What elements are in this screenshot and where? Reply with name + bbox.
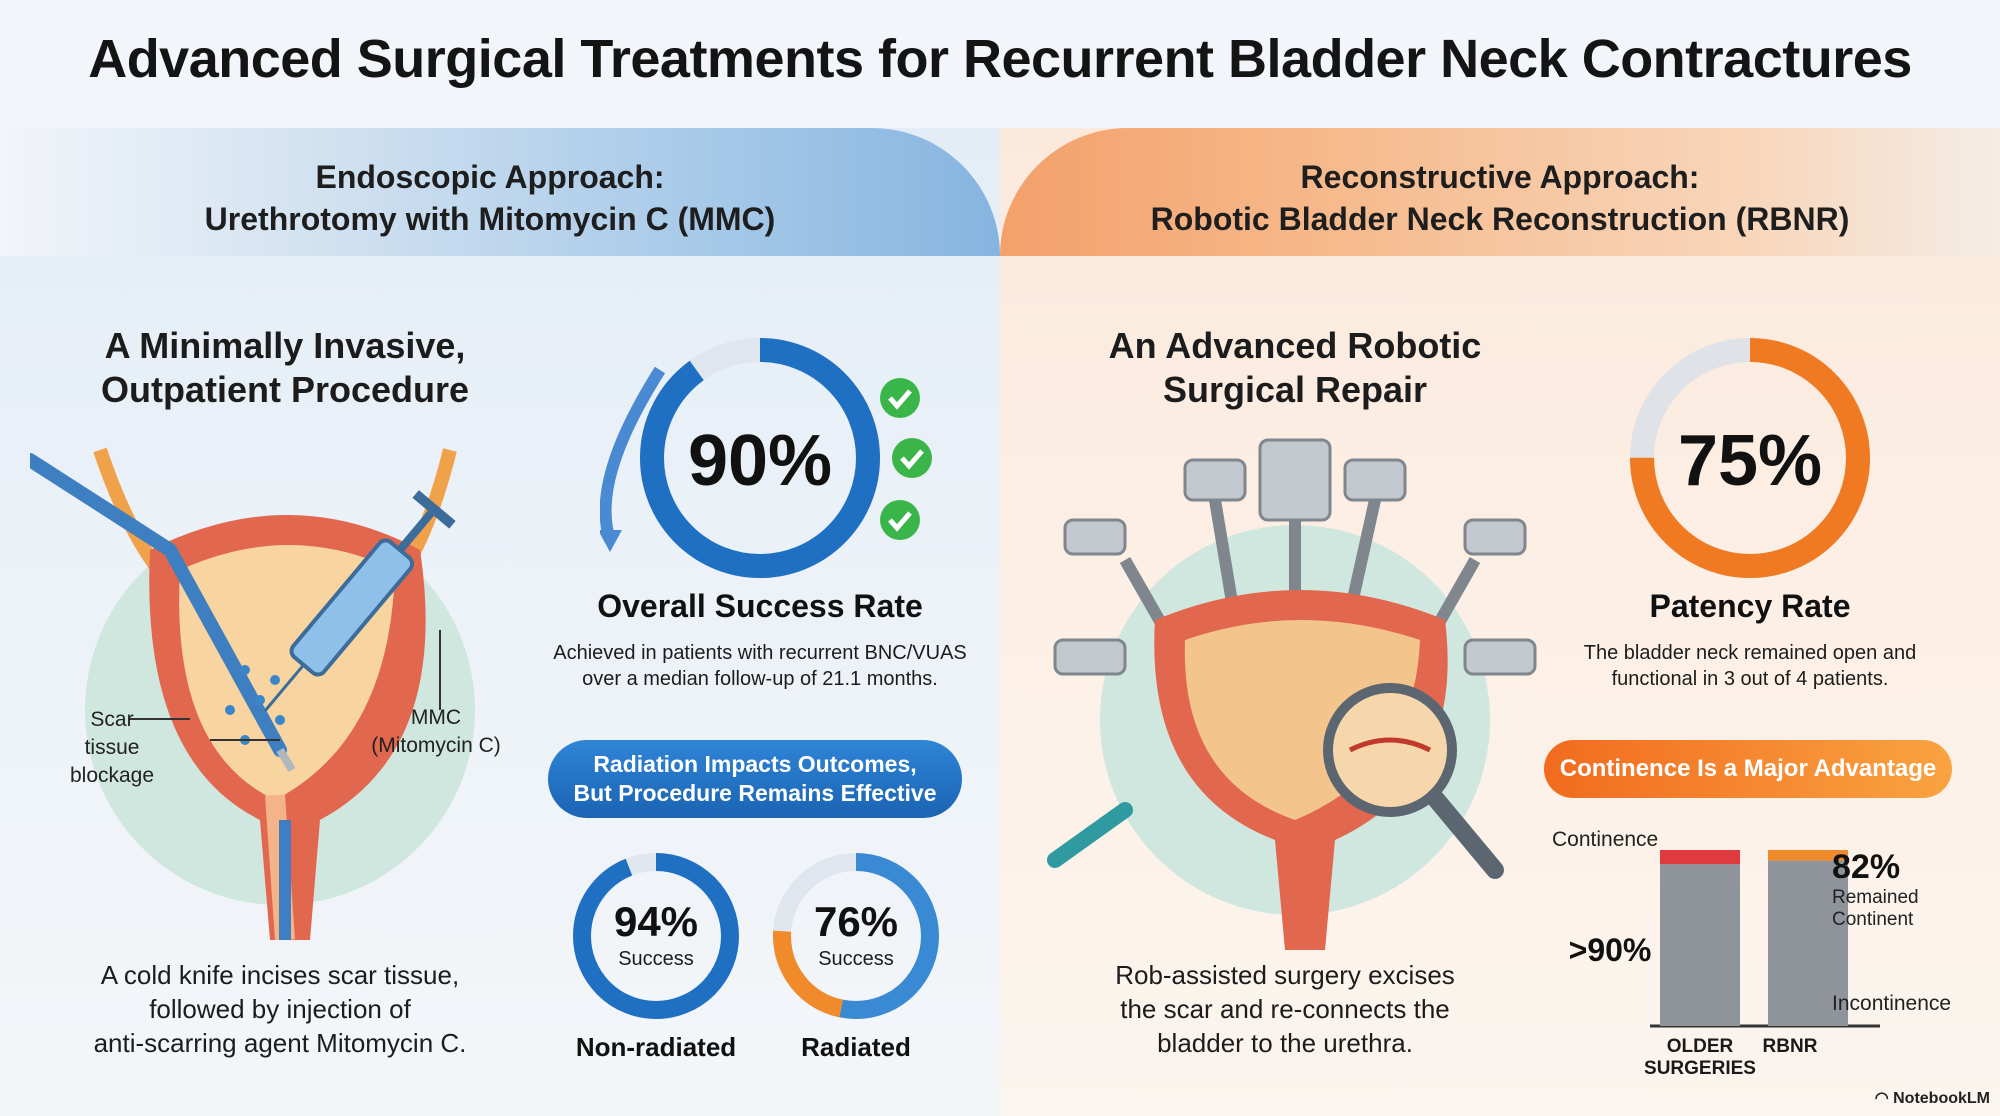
patency-rate-note: The bladder neck remained open and funct…	[1530, 640, 1970, 692]
hand-instrument	[1047, 802, 1133, 868]
chart-bottom-label: Incontinence	[1832, 992, 1952, 1015]
mmc-droplets	[225, 665, 285, 745]
notebooklm-brand: ◠ NotebookLM	[1850, 1088, 1990, 1108]
overall-rate-note-line2: over a median follow-up of 21.1 months.	[582, 668, 938, 690]
endoscopic-subtitle: A Minimally Invasive, Outpatient Procedu…	[40, 324, 530, 412]
check-icon	[892, 438, 932, 478]
mmc-label: MMC (Mitomycin C)	[366, 704, 506, 760]
rbnr-annotation-pct: 82%	[1832, 848, 1901, 886]
overall-rate-label: Overall Success Rate	[597, 588, 923, 624]
scar-label: Scar tissue blockage	[52, 706, 172, 790]
x-tick-older: OLDER SURGERIES	[1640, 1036, 1760, 1080]
check-icon	[880, 378, 920, 418]
reconstructive-subtitle: An Advanced Robotic Surgical Repair	[1040, 324, 1550, 412]
reconstructive-subtitle-line1: An Advanced Robotic	[1108, 325, 1482, 366]
radiation-banner: Radiation Impacts Outcomes, But Procedur…	[548, 740, 962, 818]
patency-rate-note-line2: functional in 3 out of 4 patients.	[1611, 668, 1889, 690]
magnifier-icon	[1323, 683, 1457, 817]
page-title: Advanced Surgical Treatments for Recurre…	[88, 29, 1912, 89]
robot-arms-icon	[1053, 438, 1537, 676]
reconstructive-description: Rob-assisted surgery excises the scar an…	[1040, 958, 1530, 1060]
scar-label-line2: tissue blockage	[69, 736, 155, 787]
endoscopic-description-line3: anti-scarring agent Mitomycin C.	[93, 1028, 467, 1058]
cold-knife-scope	[30, 453, 287, 757]
reconstructive-header-line2: Robotic Bladder Neck Reconstruction (RBN…	[1150, 201, 1850, 237]
nonrad-pct: 94%	[613, 898, 699, 945]
reconstructive-description-line3: bladder to the urethra.	[1157, 1028, 1413, 1058]
overall-rate-note-line1: Achieved in patients with recurrent BNC/…	[553, 642, 967, 664]
reconstructive-header-ribbon	[1000, 128, 2000, 256]
robotic-surgery-illustration	[1047, 438, 1537, 950]
bar-rbnr-top	[1768, 850, 1848, 861]
overall-arc	[640, 338, 880, 578]
endoscopic-description-line1: A cold knife incises scar tissue,	[100, 960, 460, 990]
bar-older-surgeries-top	[1660, 850, 1740, 865]
rad-arc-accent	[773, 853, 939, 1019]
x-tick-rbnr-line1: RBNR	[1762, 1036, 1818, 1057]
overall-rate-value: 90%	[687, 421, 833, 501]
rbnr-annotation-line1: Remained	[1832, 887, 1919, 908]
reconstructive-description-line2: the scar and re-connects the	[1120, 994, 1450, 1024]
rad-success: Success	[818, 948, 894, 970]
syringe-icon	[263, 490, 456, 712]
cold-knife-blade	[276, 747, 296, 773]
chart-top-label: Continence	[1552, 828, 1659, 851]
nonrad-label: Non-radiated	[575, 1032, 737, 1062]
overall-success-gauge	[600, 338, 932, 578]
radiation-banner-line1: Radiation Impacts Outcomes,	[593, 751, 917, 777]
x-tick-older-line2: SURGERIES	[1644, 1058, 1756, 1079]
patency-rate-note-line1: The bladder neck remained open and	[1583, 642, 1917, 664]
continence-chart	[1650, 850, 1880, 1028]
mmc-label-line2: (Mitomycin C)	[371, 734, 501, 757]
x-tick-older-line1: OLDER	[1666, 1036, 1734, 1057]
endoscopic-header-line1: Endoscopic Approach:	[315, 159, 665, 195]
patency-gauge	[1630, 338, 1870, 578]
chart-bars	[1660, 850, 1848, 1026]
endoscopic-header-ribbon	[0, 128, 1000, 256]
older-annotation: >90%	[1568, 932, 1652, 968]
radiation-gauges	[573, 853, 939, 1019]
x-tick-rbnr: RBNR	[1740, 1036, 1840, 1058]
urethrotomy-illustration	[30, 447, 475, 940]
endoscopic-header-line2: Urethrotomy with Mitomycin C (MMC)	[204, 201, 776, 237]
cycle-arrow-head	[600, 530, 622, 552]
rad-arc	[773, 853, 939, 1019]
rad-pct: 76%	[813, 898, 899, 945]
endoscopic-description: A cold knife incises scar tissue, follow…	[40, 958, 520, 1060]
reconstructive-description-line1: Rob-assisted surgery excises	[1115, 960, 1455, 990]
reconstructive-subtitle-line2: Surgical Repair	[1162, 369, 1428, 410]
patency-rate-value: 75%	[1677, 421, 1823, 501]
endoscopic-subtitle-line2: Outpatient Procedure	[100, 369, 470, 410]
magnified-scar	[1348, 737, 1432, 753]
overall-rate-note: Achieved in patients with recurrent BNC/…	[520, 640, 1000, 692]
cycle-arrow	[600, 366, 666, 542]
notebooklm-logo-icon: ◠	[1874, 1090, 1894, 1107]
rbnr-annotation-line2: Continent	[1832, 909, 1914, 930]
bar-older-surgeries-main	[1660, 864, 1740, 1026]
rbnr-annotation: 82% Remained Continent	[1832, 848, 1982, 931]
bar-rbnr-main	[1768, 860, 1848, 1026]
nonrad-success: Success	[618, 948, 694, 970]
endoscopic-subtitle-line1: A Minimally Invasive,	[104, 325, 466, 366]
reconstructive-header: Reconstructive Approach: Robotic Bladder…	[1040, 156, 1960, 240]
radiation-banner-line2: But Procedure Remains Effective	[573, 780, 937, 806]
notebooklm-label: NotebookLM	[1893, 1090, 1990, 1107]
endoscopic-description-line2: followed by injection of	[149, 994, 411, 1024]
mmc-label-line1: MMC	[410, 706, 462, 729]
scar-label-line1: Scar	[90, 708, 134, 731]
patency-arc	[1630, 338, 1870, 578]
rad-label: Radiated	[801, 1032, 911, 1062]
patency-rate-label: Patency Rate	[1649, 588, 1851, 624]
magnifier-handle	[1426, 789, 1504, 879]
check-icon	[880, 500, 920, 540]
endoscopic-header: Endoscopic Approach: Urethrotomy with Mi…	[40, 156, 940, 240]
reconstructive-header-line1: Reconstructive Approach:	[1300, 159, 1700, 195]
continence-banner: Continence Is a Major Advantage	[1544, 740, 1952, 798]
nonrad-arc	[573, 853, 739, 1019]
